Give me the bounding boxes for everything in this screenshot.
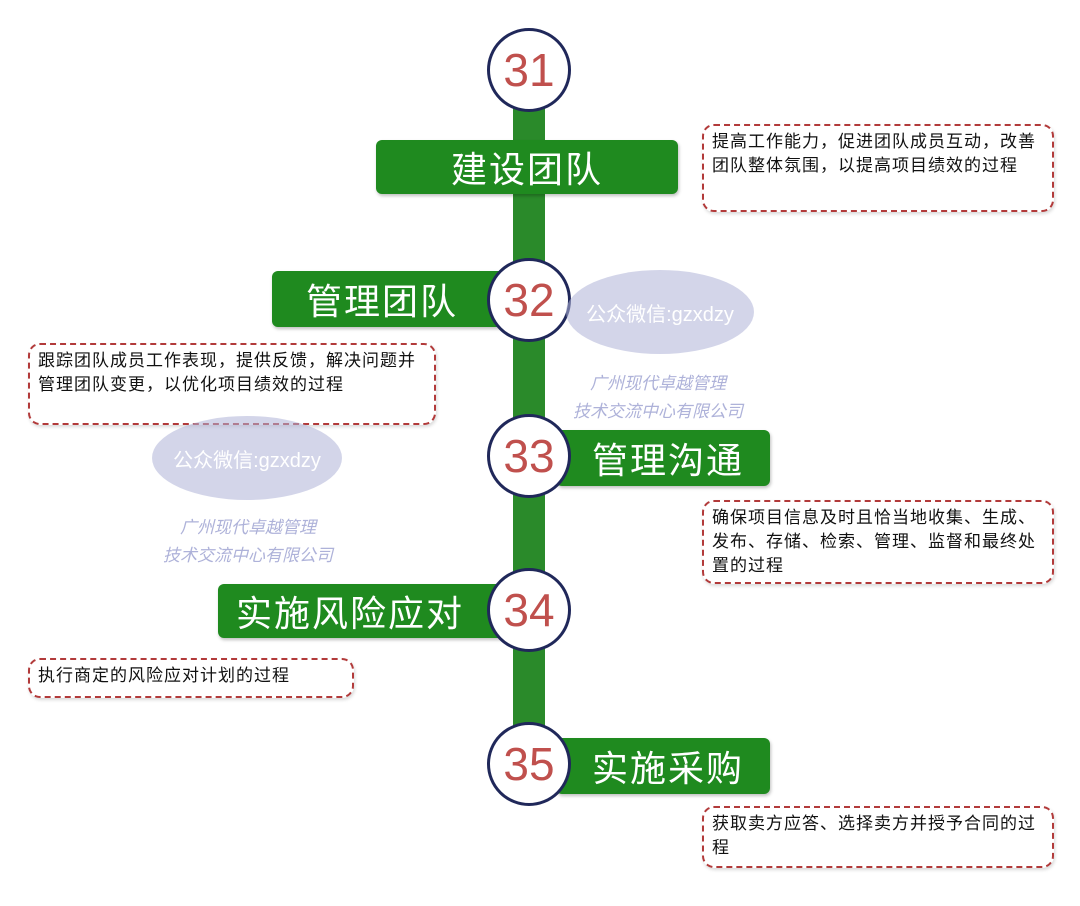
step-35-number: 35	[503, 738, 555, 790]
watermark-oval: 公众微信:gzxdzy	[152, 416, 342, 500]
watermark-company-line1: 广州现代卓越管理	[180, 518, 316, 537]
step-32-title-bar: 管理团队	[272, 271, 508, 327]
step-33-title: 管理沟通	[591, 441, 744, 482]
step-31-title: 建设团队	[450, 150, 603, 191]
step-34-description-box: 执行商定的风险应对计划的过程	[28, 658, 354, 698]
step-34-title: 实施风险应对	[236, 594, 465, 635]
step-33-description-box: 确保项目信息及时且恰当地收集、生成、发布、存储、检索、管理、监督和最终处置的过程	[702, 500, 1054, 584]
step-33-description: 确保项目信息及时且恰当地收集、生成、发布、存储、检索、管理、监督和最终处置的过程	[712, 508, 1036, 576]
step-31-description-box: 提高工作能力，促进团队成员互动，改善团队整体氛围，以提高项目绩效的过程	[702, 124, 1054, 212]
step-33-number: 33	[503, 430, 555, 482]
step-31-number-circle: 31	[487, 28, 571, 112]
step-32-description: 跟踪团队成员工作表现，提供反馈，解决问题并管理团队变更，以优化项目绩效的过程	[38, 351, 416, 395]
step-32-number-circle: 32	[487, 258, 571, 342]
step-32-description-box: 跟踪团队成员工作表现，提供反馈，解决问题并管理团队变更，以优化项目绩效的过程	[28, 343, 436, 425]
step-32-title: 管理团队	[306, 282, 459, 323]
step-34-number: 34	[503, 584, 555, 636]
watermark-company: 广州现代卓越管理 技术交流中心有限公司	[138, 514, 358, 570]
step-35-title-bar: 实施采购	[556, 738, 770, 794]
watermark-company: 广州现代卓越管理 技术交流中心有限公司	[548, 370, 768, 426]
watermark-company-line1: 广州现代卓越管理	[590, 374, 726, 393]
step-31-number: 31	[503, 44, 555, 96]
step-35-description-box: 获取卖方应答、选择卖方并授予合同的过程	[702, 806, 1054, 868]
step-35-number-circle: 35	[487, 722, 571, 806]
step-31-title-bar: 建设团队	[376, 140, 678, 194]
step-34-number-circle: 34	[487, 568, 571, 652]
step-33-number-circle: 33	[487, 414, 571, 498]
step-35-description: 获取卖方应答、选择卖方并授予合同的过程	[712, 814, 1036, 858]
step-35-title: 实施采购	[591, 749, 744, 790]
step-34-description: 执行商定的风险应对计划的过程	[38, 666, 290, 686]
step-32-number: 32	[503, 274, 555, 326]
watermark-oval-text: 公众微信:gzxdzy	[173, 449, 321, 472]
step-33-title-bar: 管理沟通	[556, 430, 770, 486]
step-31-description: 提高工作能力，促进团队成员互动，改善团队整体氛围，以提高项目绩效的过程	[712, 132, 1036, 176]
watermark-oval: 公众微信:gzxdzy	[566, 270, 754, 354]
step-34-title-bar: 实施风险应对	[218, 584, 508, 638]
watermark-company-line2: 技术交流中心有限公司	[573, 402, 743, 421]
watermark-company-line2: 技术交流中心有限公司	[163, 546, 333, 565]
watermark-oval-text: 公众微信:gzxdzy	[586, 303, 734, 326]
